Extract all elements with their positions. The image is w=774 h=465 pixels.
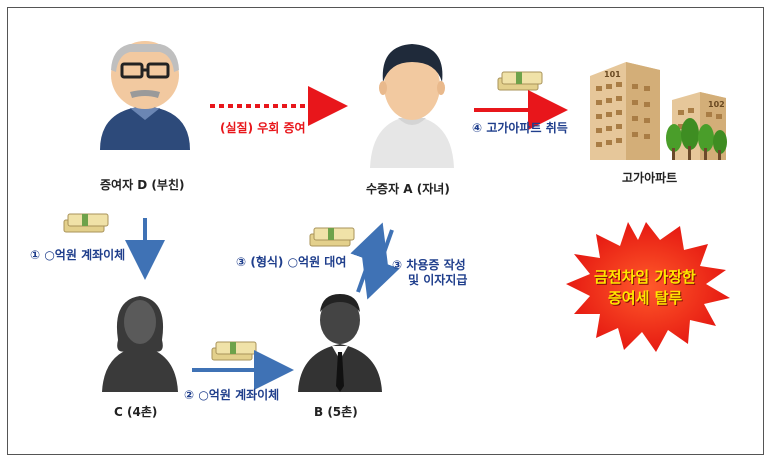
real-gift-label: (실질) 우회 증여	[220, 121, 306, 135]
loan-docs-label-line2: 및 이자지급	[408, 273, 468, 287]
transfer2-label: ② ○억원 계좌이체	[184, 388, 280, 402]
donor-label: 증여자 D (부친)	[100, 178, 185, 192]
transfer1-label: ① ○억원 계좌이체	[30, 248, 126, 262]
money-icon	[63, 71, 543, 361]
burst-text-line2: 증여세 탈루	[608, 289, 683, 307]
loan-label: ③ (형식) ○억원 대여	[236, 255, 347, 269]
apartment-label: 고가아파트	[622, 171, 678, 185]
loan-arrow	[350, 222, 389, 293]
relative-c-figure	[102, 296, 178, 392]
apartment-buildings	[590, 62, 727, 160]
donor-figure	[100, 41, 190, 150]
loan-docs-label-line1: ③ 차용증 작성	[392, 258, 466, 272]
recipient-label: 수증자 A (자녀)	[366, 182, 450, 196]
building-number-101: 101	[604, 70, 621, 79]
burst-text-line1: 금전차입 가장한	[594, 268, 696, 286]
relative-c-label: C (4촌)	[114, 405, 158, 419]
purchase-label: ④ 고가아파트 취득	[472, 121, 568, 135]
repay-arrow	[361, 229, 400, 300]
relative-b-label: B (5촌)	[314, 405, 358, 419]
building-number-102: 102	[708, 100, 725, 109]
relative-b-figure	[298, 294, 382, 392]
burst-badge	[566, 222, 730, 352]
tree-icon	[666, 118, 727, 160]
recipient-figure	[370, 44, 454, 168]
